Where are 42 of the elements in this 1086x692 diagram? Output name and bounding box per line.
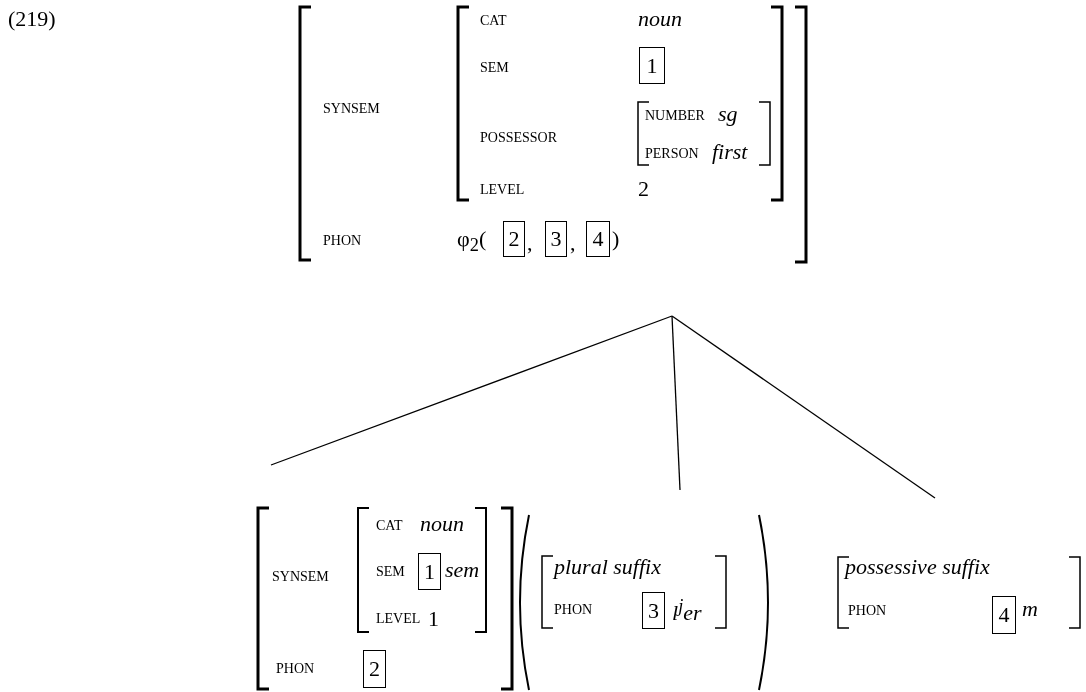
feature-value: sem — [445, 558, 480, 581]
tree-branch — [671, 315, 936, 499]
feature-value: possessive suffix — [845, 555, 990, 578]
feature-name: NUMBER — [645, 109, 705, 124]
feature-name: PHON — [323, 234, 362, 249]
feature-name: SYNSEM — [272, 570, 329, 585]
structure-tag: 1 — [639, 47, 665, 84]
feature-name: PERSON — [645, 147, 699, 162]
feature-name: SYNSEM — [323, 102, 380, 117]
feature-value: , — [570, 231, 576, 254]
feature-value: φ$_{2}$( — [457, 227, 487, 255]
structure-tag: 4 — [992, 596, 1016, 634]
feature-value: ) — [612, 227, 620, 250]
feature-value: 2 — [638, 177, 649, 200]
feature-value: first — [712, 140, 748, 163]
structure-tag: 4 — [586, 221, 610, 257]
feature-name: CAT — [376, 519, 403, 534]
tree-branch — [671, 315, 681, 491]
feature-name: CAT — [480, 14, 507, 29]
example-number: (219) — [8, 8, 56, 30]
structure-tag: 1 — [418, 553, 441, 590]
tree-branch — [270, 315, 673, 466]
structure-tag: 2 — [503, 221, 525, 257]
feature-value: noun — [638, 7, 682, 30]
structure-tag: 3 — [545, 221, 567, 257]
feature-value: 1 — [428, 607, 439, 630]
feature-name: POSSESSOR — [480, 131, 558, 146]
feature-name: LEVEL — [480, 183, 525, 198]
feature-name: SEM — [480, 61, 509, 76]
feature-name: LEVEL — [376, 612, 421, 627]
feature-name: SEM — [376, 565, 405, 580]
feature-value: m — [1022, 597, 1038, 620]
feature-name: PHON — [554, 603, 593, 618]
feature-value: l$^{j}$er — [672, 596, 702, 625]
feature-name: PHON — [276, 662, 315, 677]
structure-tag: 2 — [363, 650, 386, 688]
feature-value: , — [527, 231, 533, 254]
feature-name: PHON — [848, 604, 887, 619]
feature-value: plural suffix — [554, 555, 661, 578]
structure-tag: 3 — [642, 592, 665, 629]
feature-value: sg — [718, 102, 738, 125]
feature-value: noun — [420, 512, 464, 535]
